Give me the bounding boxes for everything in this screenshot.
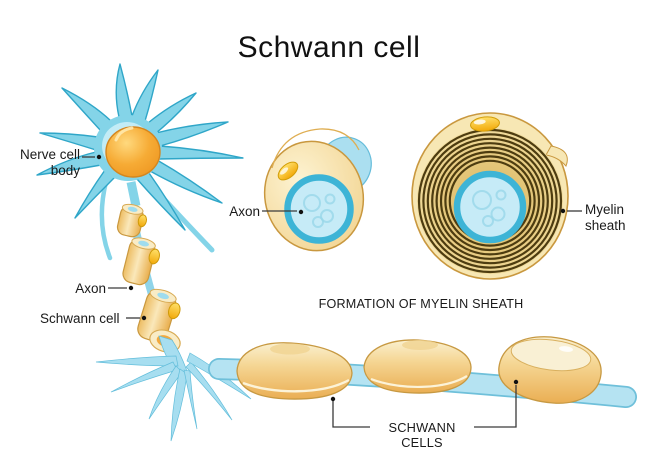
schwann-cell-label: Schwann cell <box>40 311 120 326</box>
schwann-cell-blob-1 <box>236 342 353 400</box>
myelin-sheath-label: Myelin sheath <box>585 202 626 233</box>
dendrite-branch <box>99 179 113 261</box>
axon-label-center: Axon <box>229 204 260 219</box>
schwann-nucleus <box>148 248 160 265</box>
schwann-cell-blob-2 <box>363 339 472 394</box>
myelin-sheath-cross-section <box>411 112 569 280</box>
axon-center-pointer-dot <box>298 209 304 215</box>
schwann-cells-left-pointer-dot <box>330 396 336 402</box>
nerve-cell-body-pointer-dot <box>96 154 102 160</box>
myelin-sheath-pointer-dot <box>560 208 566 214</box>
axon-cross-section <box>284 174 354 244</box>
schwann-nucleus <box>168 302 181 320</box>
page-title: Schwann cell <box>237 31 421 64</box>
axon-cross-section <box>453 170 527 244</box>
schwann-wrapping-cross-section <box>263 128 372 252</box>
myelinated-axon-chain <box>208 336 637 408</box>
axon-left-pointer-dot <box>128 285 134 291</box>
nerve-cell-body-label: Nerve cell body <box>19 147 80 178</box>
neuron-illustration <box>36 63 252 442</box>
schwann-nucleus <box>277 161 299 181</box>
myelin-segment-1 <box>116 203 147 238</box>
axon-label-left: Axon <box>75 281 106 296</box>
leader-lines <box>82 154 582 428</box>
axon-terminal-branches <box>95 335 252 442</box>
myelin-segment-2 <box>122 237 160 286</box>
schwann-cells-right-pointer-dot <box>513 379 519 385</box>
dendrites <box>36 63 244 231</box>
spiral-tail-flap <box>545 145 568 167</box>
schwann-nucleus <box>470 116 500 132</box>
axon-hillock <box>126 181 141 207</box>
schwann-cells-label: SCHWANN CELLS <box>388 420 456 450</box>
schwann-nucleus <box>137 214 147 228</box>
myelin-segment-3 <box>137 288 181 343</box>
schwann-cell-blob-3 <box>498 336 602 404</box>
nucleus <box>105 126 161 178</box>
formation-caption: FORMATION OF MYELIN SHEATH <box>318 297 524 311</box>
schwann-cell-pointer-dot <box>141 315 147 321</box>
nucleus-highlight <box>114 126 134 142</box>
membrane-fold-line <box>271 128 360 169</box>
